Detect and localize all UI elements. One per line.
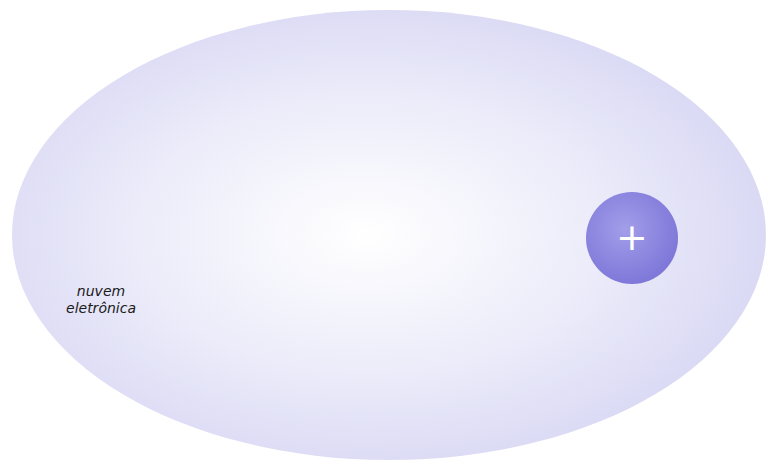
charge-sign: + — [616, 218, 648, 256]
nucleus-circle: + — [586, 192, 678, 284]
nucleus-content: + — [586, 192, 678, 284]
electron-cloud: nuvem eletrônica + — [12, 10, 766, 460]
cloud-label: nuvem eletrônica — [58, 283, 144, 317]
